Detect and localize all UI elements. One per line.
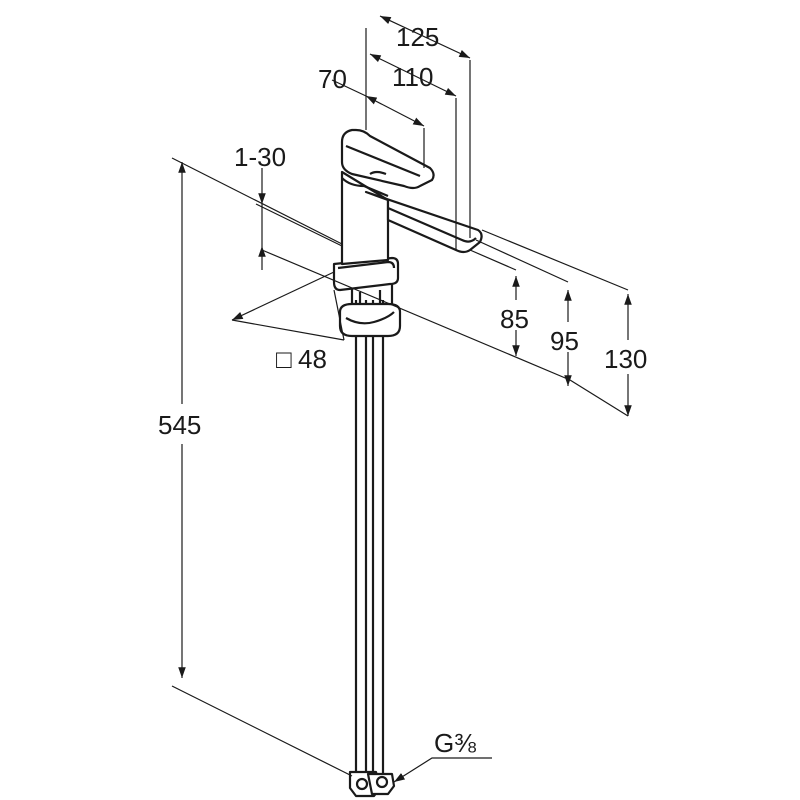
thread-label: G⅜ [434, 728, 476, 758]
dimension-95: 95 [475, 239, 579, 386]
dimension-thread: G⅜ [393, 728, 492, 783]
dim-85-label: 85 [500, 304, 529, 334]
dim-130-label: 130 [604, 344, 647, 374]
faucet-spout [364, 190, 483, 254]
dim-48-label: 48 [298, 344, 327, 374]
dim-110-label: 110 [392, 62, 433, 92]
dim-125-label: 125 [396, 22, 439, 52]
dim-545-label: 545 [158, 410, 201, 440]
faucet-outline [332, 128, 483, 798]
dimension-base-48: □ 48 [231, 271, 345, 374]
dimension-1-30: 1-30 [234, 142, 343, 270]
dimension-85: 85 [469, 249, 529, 356]
dimension-70: 70 [318, 64, 425, 168]
dim-95-label: 95 [550, 326, 579, 356]
faucet-lever [340, 128, 435, 190]
supply-hoses [354, 300, 385, 775]
hose-connectors [348, 770, 396, 798]
mounting-shank [338, 282, 402, 338]
counter-line [261, 249, 571, 381]
dimension-110: 110 [369, 53, 457, 250]
dim-1-30-label: 1-30 [234, 142, 286, 172]
dimension-545: 545 [158, 157, 353, 777]
faucet-base [332, 256, 400, 292]
dim-48-symbol: □ [276, 344, 292, 374]
faucet-body [340, 170, 390, 266]
dimension-130: 130 [481, 229, 647, 417]
dim-70-label: 70 [318, 64, 347, 94]
